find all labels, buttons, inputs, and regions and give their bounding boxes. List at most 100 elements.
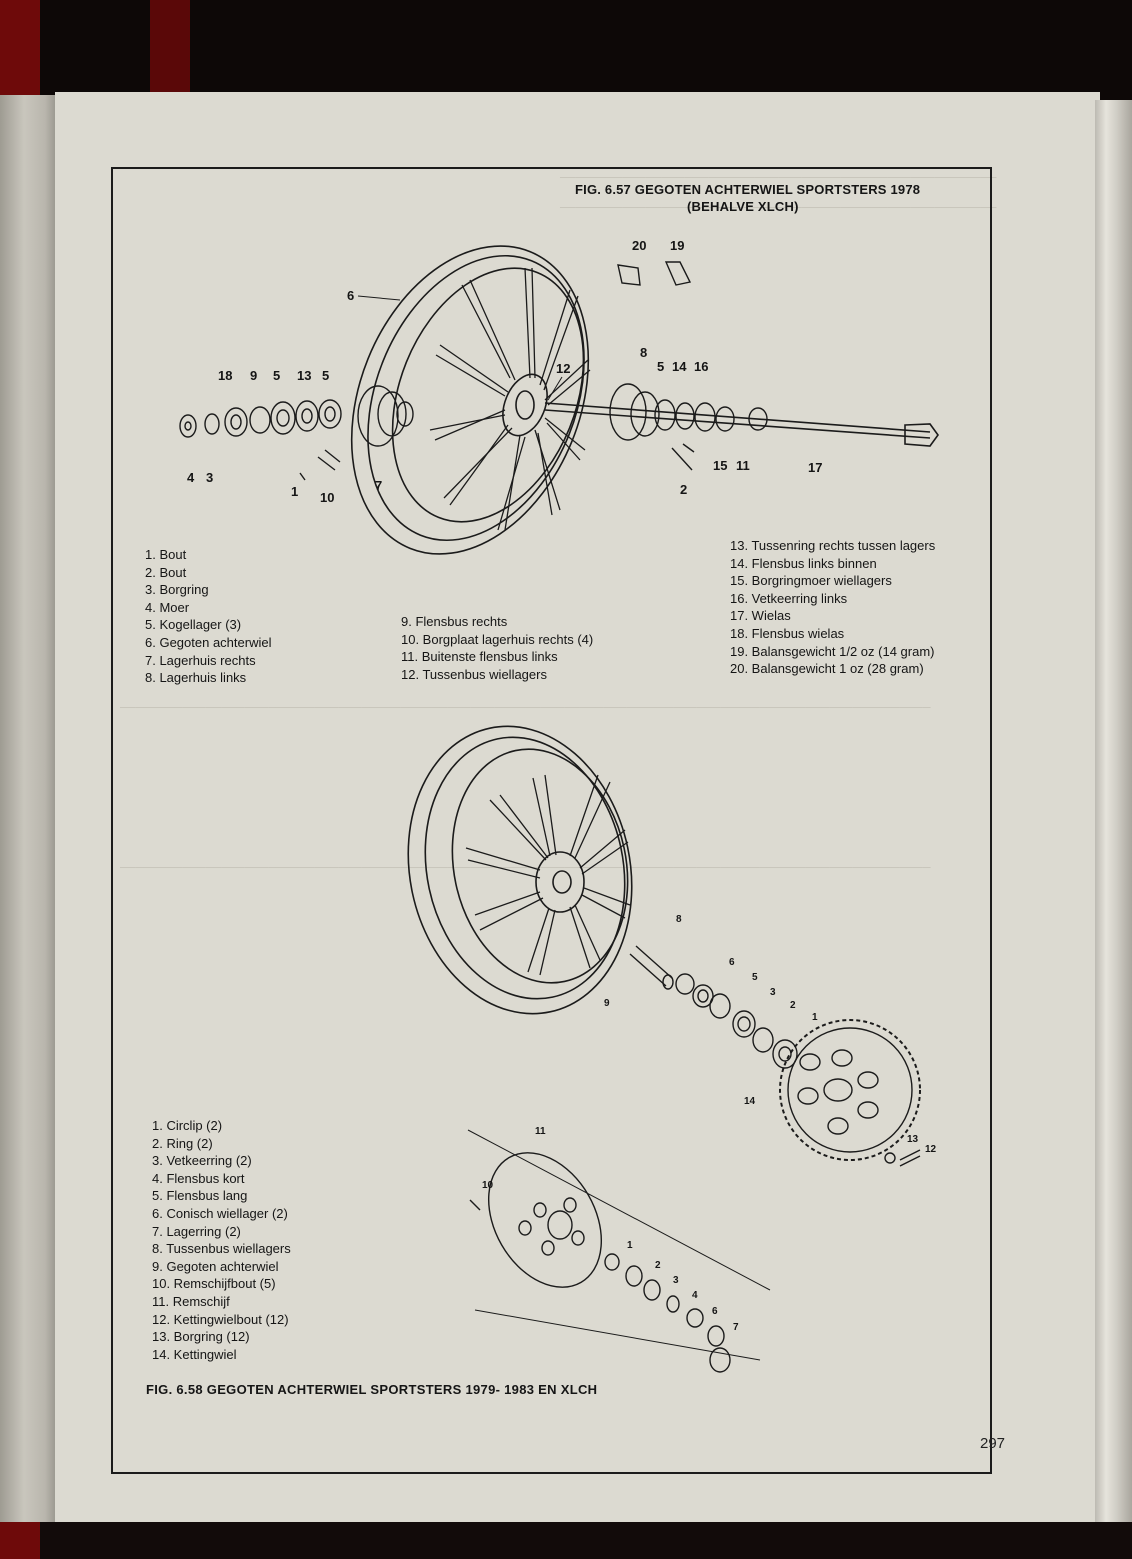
parts-58 xyxy=(467,945,921,1373)
legend-item: 12. Tussenbus wiellagers xyxy=(401,666,547,682)
callout-58: 5 xyxy=(752,972,758,983)
callout-58: 6 xyxy=(729,957,735,968)
legend-item: 7. Lagerring (2) xyxy=(152,1223,241,1239)
callout-57: 7 xyxy=(375,478,382,493)
figure-frame xyxy=(111,167,992,1474)
page-edge xyxy=(1095,100,1132,1540)
callout-57: 17 xyxy=(808,460,822,475)
legend-item: 3. Vetkeerring (2) xyxy=(152,1153,252,1169)
book-edge-red xyxy=(0,0,40,100)
callout-58: 11 xyxy=(535,1126,546,1137)
callouts-58: 8 6 5 3 2 1 14 13 12 9 11 10 1 2 3 4 6 7 xyxy=(482,914,937,1333)
callout-57: 1 xyxy=(291,484,298,499)
legend-item: 5. Flensbus lang xyxy=(152,1188,248,1204)
legend-57-col3: 13. Tussenring rechts tussen lagers 14. … xyxy=(730,537,935,678)
callout-57: 8 xyxy=(640,345,647,360)
legend-item: 6. Conisch wiellager (2) xyxy=(152,1205,288,1221)
legend-item: 6. Gegoten achterwiel xyxy=(145,634,272,650)
callout-57: 18 xyxy=(218,368,232,383)
legend-57-col2: 9. Flensbus rechts 10. Borgplaat lagerhu… xyxy=(401,613,593,683)
callout-58: 9 xyxy=(604,998,610,1009)
page-number: 297 xyxy=(980,1435,1006,1452)
legend-item: 18. Flensbus wielas xyxy=(730,625,845,641)
legend-item: 9. Flensbus rechts xyxy=(401,614,508,629)
leaders-57 xyxy=(357,295,563,401)
callout-57: 20 xyxy=(632,238,646,253)
callout-57: 15 xyxy=(713,458,727,473)
legend-item: 15. Borgringmoer wiellagers xyxy=(730,573,892,589)
callout-57: 11 xyxy=(736,458,750,473)
callout-57: 14 xyxy=(672,359,687,374)
callout-58: 3 xyxy=(673,1275,679,1286)
legend-item: 11. Remschijf xyxy=(152,1293,230,1309)
callout-57: 13 xyxy=(297,368,311,383)
figure-57-title: FIG. 6.57 GEGOTEN ACHTERWIEL SPORTSTERS … xyxy=(575,182,995,214)
callouts-57: 20 19 6 8 12 5 14 16 18 9 5 13 5 4 3 1 1… xyxy=(187,238,822,505)
callout-57: 12 xyxy=(556,361,570,376)
callout-57: 5 xyxy=(322,368,329,383)
legend-item: 19. Balansgewicht 1/2 oz (14 gram) xyxy=(730,643,935,659)
legend-item: 12. Kettingwielbout (12) xyxy=(152,1311,289,1327)
wheel-57 xyxy=(350,245,591,555)
book-edge-red-2 xyxy=(150,0,190,100)
legend-item: 7. Lagerhuis rechts xyxy=(145,652,256,668)
callout-58: 8 xyxy=(676,914,682,925)
callout-57: 16 xyxy=(694,359,708,374)
legend-58: 1. Circlip (2) 2. Ring (2) 3. Vetkeerrin… xyxy=(152,1117,291,1363)
wheel-58 xyxy=(407,725,633,1015)
callout-58: 10 xyxy=(482,1180,494,1191)
callout-58: 2 xyxy=(655,1260,661,1271)
callout-58: 1 xyxy=(627,1240,633,1251)
callout-57: 3 xyxy=(206,470,213,485)
legend-item: 10. Remschijfbout (5) xyxy=(152,1276,276,1292)
callout-58: 1 xyxy=(812,1012,818,1023)
legend-item: 9. Gegoten achterwiel xyxy=(152,1258,279,1274)
callout-58: 3 xyxy=(770,987,776,998)
book-bottom-edge xyxy=(0,1522,1132,1559)
callout-57: 10 xyxy=(320,490,334,505)
book-page xyxy=(55,92,1100,1552)
callout-57: 9 xyxy=(250,368,257,383)
legend-item: 2. Bout xyxy=(145,564,187,580)
callout-58: 6 xyxy=(712,1306,718,1317)
callout-57: 5 xyxy=(273,368,280,383)
legend-item: 3. Borgring xyxy=(145,582,209,598)
legend-item: 5. Kogellager (3) xyxy=(145,617,242,633)
hub-parts-right xyxy=(609,261,768,471)
legend-item: 13. Tussenring rechts tussen lagers xyxy=(730,538,936,553)
callout-58: 4 xyxy=(692,1290,698,1301)
legend-item: 10. Borgplaat lagerhuis rechts (4) xyxy=(401,631,594,647)
book-spine xyxy=(0,95,60,1559)
callout-58: 2 xyxy=(790,1000,796,1011)
callout-58: 12 xyxy=(925,1144,937,1155)
legend-item: 13. Borgring (12) xyxy=(152,1329,250,1345)
figure-58-title: FIG. 6.58 GEGOTEN ACHTERWIEL SPORTSTERS … xyxy=(146,1382,598,1397)
callout-57: 6 xyxy=(347,288,354,303)
legend-item: 4. Flensbus kort xyxy=(152,1170,245,1186)
callout-57: 19 xyxy=(670,238,684,253)
legend-item: 8. Lagerhuis links xyxy=(145,670,247,686)
legend-item: 17. Wielas xyxy=(730,608,791,624)
callout-57: 5 xyxy=(657,359,664,374)
legend-item: 1. Circlip (2) xyxy=(152,1118,223,1133)
figure-57-title-line1: FIG. 6.57 GEGOTEN ACHTERWIEL SPORTSTERS … xyxy=(575,182,921,197)
legend-item: 11. Buitenste flensbus links xyxy=(401,649,558,665)
legend-item: 4. Moer xyxy=(145,599,190,615)
legend-57-col1: 1. Bout 2. Bout 3. Borgring 4. Moer 5. K… xyxy=(145,546,271,687)
callout-58: 13 xyxy=(907,1134,919,1145)
axle-57 xyxy=(544,402,939,447)
hub-parts-left xyxy=(179,385,414,481)
legend-item: 14. Kettingwiel xyxy=(152,1346,237,1362)
figure-57-title-line2: (BEHALVE XLCH) xyxy=(687,199,799,214)
legend-item: 2. Ring (2) xyxy=(152,1135,213,1151)
callout-57: 2 xyxy=(680,482,687,497)
callout-57: 4 xyxy=(187,470,195,485)
legend-item: 14. Flensbus links binnen xyxy=(730,555,877,571)
callout-58: 14 xyxy=(744,1096,756,1107)
legend-item: 20. Balansgewicht 1 oz (28 gram) xyxy=(730,661,924,677)
callout-58: 7 xyxy=(733,1322,739,1333)
legend-item: 8. Tussenbus wiellagers xyxy=(152,1241,291,1257)
legend-item: 16. Vetkeerring links xyxy=(730,590,848,606)
legend-item: 1. Bout xyxy=(145,547,187,562)
